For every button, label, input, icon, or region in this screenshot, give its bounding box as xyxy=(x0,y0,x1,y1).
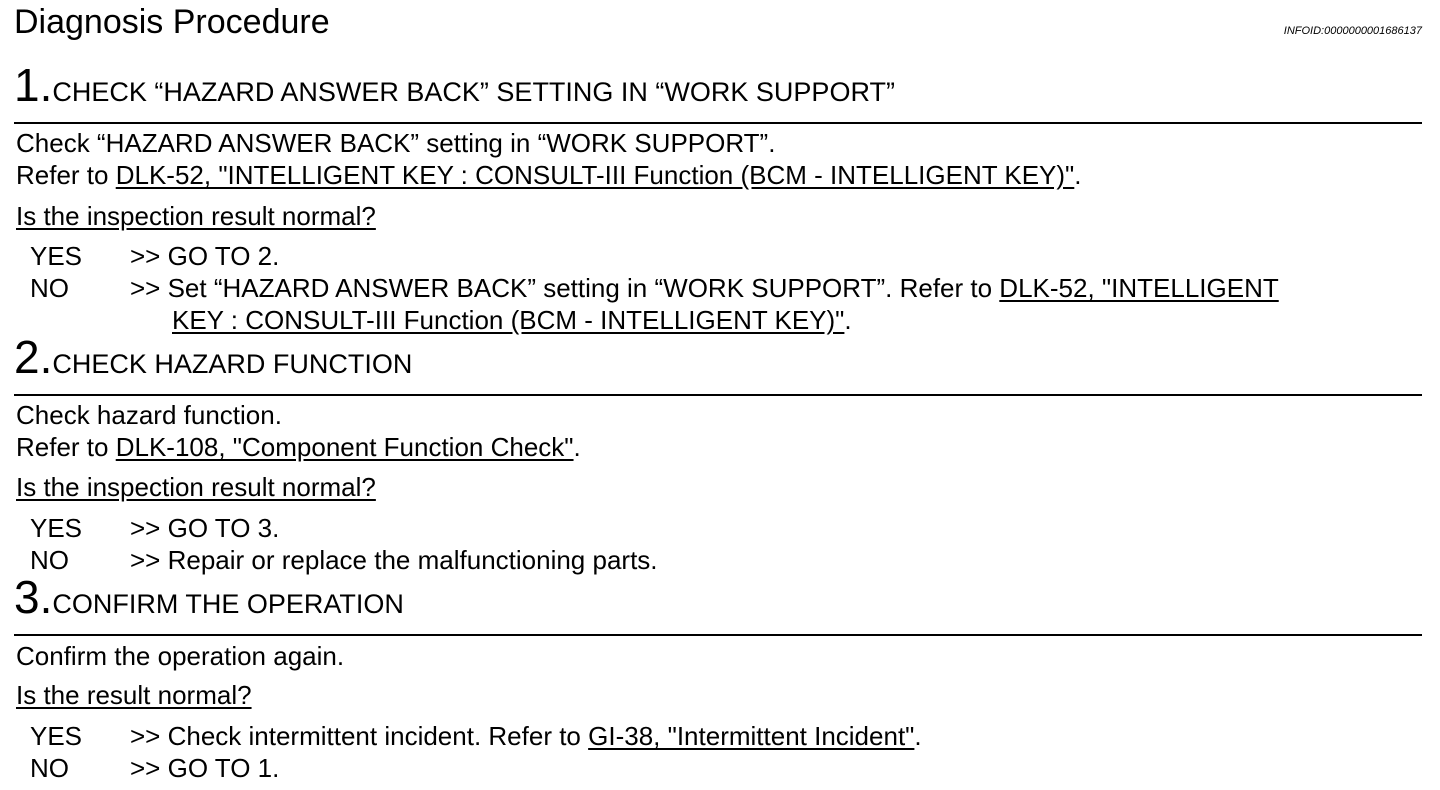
step-1-question: Is the inspection result normal? xyxy=(16,201,376,231)
info-id: INFOID:0000000001686137 xyxy=(1283,25,1422,37)
step-3-question: Is the result normal? xyxy=(16,680,252,710)
step-2-number: 2 xyxy=(14,331,40,383)
step-2-yes-text: >> GO TO 3. xyxy=(130,513,280,543)
step-3-heading: 3.CONFIRM THE OPERATION xyxy=(14,574,1422,636)
step-1-no-text: >> Set “HAZARD ANSWER BACK” setting in “… xyxy=(130,272,1422,336)
step-3-title: CONFIRM THE OPERATION xyxy=(52,589,404,619)
step-3-yes-label: YES xyxy=(30,721,83,751)
step-1-no-row: NO >> Set “HAZARD ANSWER BACK” setting i… xyxy=(30,272,1422,336)
step-1-no-link-part-1[interactable]: DLK-52, "INTELLIGENT xyxy=(999,273,1279,303)
step-1-heading: 1.CHECK “HAZARD ANSWER BACK” SETTING IN … xyxy=(14,62,1422,124)
step-2-question: Is the inspection result normal? xyxy=(16,472,376,502)
page-title: Diagnosis Procedure xyxy=(14,3,330,41)
step-1-reference-link[interactable]: DLK-52, "INTELLIGENT KEY : CONSULT-III F… xyxy=(115,160,1075,190)
step-1-yes-text: >> GO TO 2. xyxy=(130,241,280,271)
step-1-no-label: NO xyxy=(30,273,69,303)
step-1-yes-row: YES >> GO TO 2. xyxy=(30,240,1422,272)
step-2-reference: Refer to DLK-108, "Component Function Ch… xyxy=(16,431,581,463)
step-1-reference-suffix: . xyxy=(1074,160,1082,190)
step-1-instruction: Check “HAZARD ANSWER BACK” setting in “W… xyxy=(16,128,776,158)
step-3-no-text: >> GO TO 1. xyxy=(130,753,280,783)
step-3-instruction: Confirm the operation again. xyxy=(16,641,345,671)
step-2-heading: 2.CHECK HAZARD FUNCTION xyxy=(14,334,1422,396)
step-2-reference-link[interactable]: DLK-108, "Component Function Check" xyxy=(115,432,574,462)
step-1-reference-prefix: Refer to xyxy=(16,160,116,190)
step-2-yes-row: YES >> GO TO 3. xyxy=(30,512,1422,544)
step-1-no-text-prefix: >> Set “HAZARD ANSWER BACK” setting in “… xyxy=(130,273,1000,303)
step-1-dot: . xyxy=(39,59,53,111)
step-2-no-label: NO xyxy=(30,545,69,575)
step-3-yes-link[interactable]: GI-38, "Intermittent Incident" xyxy=(588,721,915,751)
step-2-instruction: Check hazard function. xyxy=(16,400,282,430)
step-1-no-line-1: >> Set “HAZARD ANSWER BACK” setting in “… xyxy=(130,272,1422,304)
step-2-dot: . xyxy=(39,331,53,383)
step-3-yes-row: YES >> Check intermittent incident. Refe… xyxy=(30,720,1422,752)
step-3-no-label: NO xyxy=(30,753,69,783)
step-2-yes-label: YES xyxy=(30,513,83,543)
step-2-reference-prefix: Refer to xyxy=(16,432,116,462)
step-2-reference-suffix: . xyxy=(573,432,581,462)
step-1-no-text-suffix: . xyxy=(844,305,852,335)
step-3-dot: . xyxy=(39,571,53,623)
step-2-no-text: >> Repair or replace the malfunctioning … xyxy=(130,545,658,575)
step-1-number: 1 xyxy=(14,59,40,111)
step-3-yes-text-prefix: >> Check intermittent incident. Refer to xyxy=(130,721,589,751)
diagnosis-procedure-page: Diagnosis Procedure INFOID:0000000001686… xyxy=(14,0,1422,790)
step-1-no-line-2: KEY : CONSULT-III Function (BCM - INTELL… xyxy=(130,304,1422,336)
step-3-yes-text-suffix: . xyxy=(914,721,922,751)
step-1-yes-label: YES xyxy=(30,241,83,271)
step-3-number: 3 xyxy=(14,571,40,623)
step-1-reference: Refer to DLK-52, "INTELLIGENT KEY : CONS… xyxy=(16,159,1082,191)
step-3-yes-text: >> Check intermittent incident. Refer to… xyxy=(130,720,1422,752)
step-3-no-row: NO >> GO TO 1. xyxy=(30,752,1422,784)
step-1-no-link-part-2[interactable]: KEY : CONSULT-III Function (BCM - INTELL… xyxy=(172,305,845,335)
step-2-title: CHECK HAZARD FUNCTION xyxy=(52,349,413,379)
title-row: Diagnosis Procedure INFOID:0000000001686… xyxy=(14,2,1422,42)
step-1-title: CHECK “HAZARD ANSWER BACK” SETTING IN “W… xyxy=(52,77,895,107)
step-2-no-row: NO >> Repair or replace the malfunctioni… xyxy=(30,544,1422,576)
